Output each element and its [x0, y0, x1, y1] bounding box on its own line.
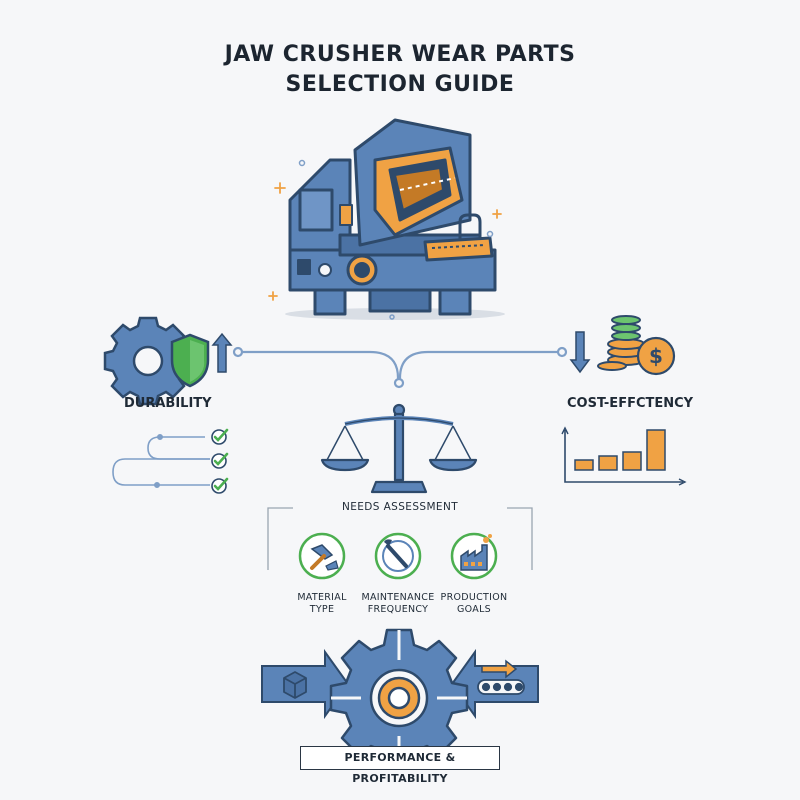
shield-icon	[170, 333, 210, 388]
sparkle-dots	[298, 159, 494, 320]
performance-profitability-label: PERFORMANCE & PROFITABILITY	[300, 746, 500, 785]
arrow-down-icon	[569, 331, 591, 374]
coin-stack-icon	[597, 315, 645, 371]
svg-text:$: $	[649, 344, 663, 368]
connector-lines	[232, 346, 568, 389]
factory-icon	[450, 532, 498, 580]
page-title: JAW CRUSHER WEAR PARTS SELECTION GUIDE	[0, 40, 800, 100]
needs-item-line2: FREQUENCY	[367, 604, 429, 615]
needs-item-production: PRODUCTION GOALS	[429, 592, 519, 616]
cost-bar	[622, 451, 642, 471]
jaw-crusher-illustration	[285, 118, 505, 320]
needs-item-maintenance: MAINTENANCE FREQUENCY	[353, 592, 443, 616]
title-line-1: JAW CRUSHER WEAR PARTS	[224, 42, 576, 67]
cost-efficiency-label: COST-EFFCTENCY	[567, 396, 694, 411]
sparkle-icons	[268, 182, 502, 301]
needs-item-line2: TYPE	[309, 604, 335, 615]
dollar-coin-icon: $	[636, 336, 676, 376]
durability-flow-lines	[112, 433, 210, 488]
bar-chart-icon	[561, 426, 687, 486]
arrow-up-icon	[211, 332, 233, 373]
cost-bar	[574, 459, 594, 471]
conveyor-icon	[477, 659, 525, 695]
needs-item-line1: PRODUCTION	[440, 592, 508, 603]
needs-item-line2: GOALS	[457, 604, 491, 615]
needs-assessment-title: NEEDS ASSESSMENT	[341, 501, 459, 513]
check-icon	[211, 428, 229, 494]
title-line-2: SELECTION GUIDE	[285, 72, 515, 97]
balance-scale-icon	[320, 403, 478, 494]
hammer-icon	[298, 532, 346, 580]
cost-bar	[598, 455, 618, 471]
durability-label: DURABILITY	[124, 396, 212, 411]
cube-icon	[283, 671, 307, 699]
needs-item-line1: MAINTENANCE	[361, 592, 435, 603]
needs-item-line1: MATERIAL	[297, 592, 347, 603]
needs-bracket	[267, 507, 533, 570]
cost-bar	[646, 429, 666, 471]
wrench-icon	[374, 532, 422, 580]
needs-item-material: MATERIAL TYPE	[277, 592, 367, 616]
